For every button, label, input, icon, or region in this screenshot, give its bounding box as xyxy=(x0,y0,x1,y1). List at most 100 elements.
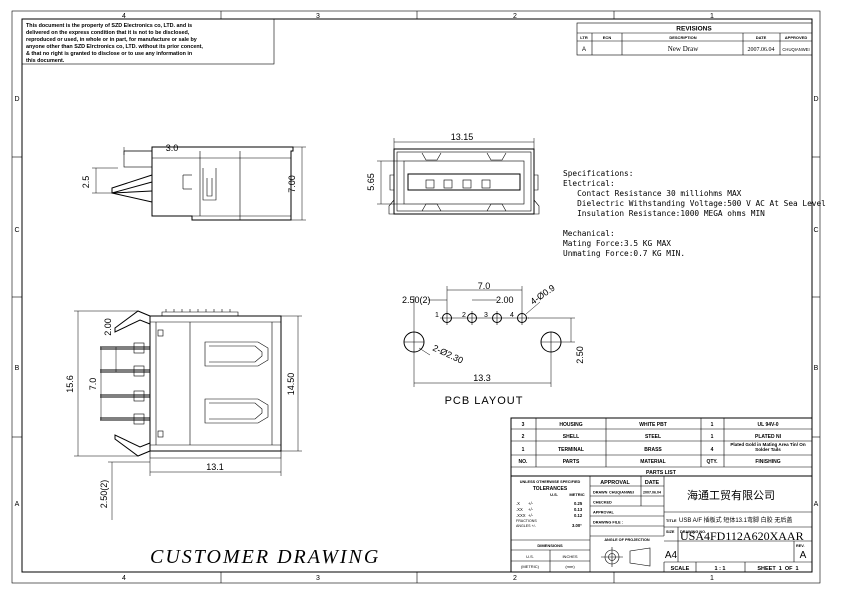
plan-dim-depth: 14.50 xyxy=(286,373,296,396)
pcb-dim-width: 13.3 xyxy=(473,373,491,383)
spec-line-4: Dielectric Withstanding Voltage:500 V AC… xyxy=(563,199,826,208)
projection-label: ANGLE OF PROJECTION xyxy=(604,538,650,542)
parts-name: HOUSING xyxy=(559,422,582,428)
front-dim-height: 5.65 xyxy=(366,173,376,191)
notice-line-2: delivered on the express condition that … xyxy=(26,30,190,36)
rev-header-description: DESCRIPTION xyxy=(669,35,696,40)
parts-header: NO. PARTS MATERIAL QTY. FINISHING xyxy=(519,459,781,465)
parts-no: 1 xyxy=(522,447,525,453)
size-value: A4 xyxy=(665,550,678,561)
parts-finishing: UL 94V-0 xyxy=(757,422,778,428)
parts-list-title: PARTS LIST xyxy=(646,470,677,476)
parts-finishing-cell: Plated Gold in Mating Area Tin/ On Solde… xyxy=(730,442,805,452)
parts-no: 2 xyxy=(522,434,525,440)
proprietary-notice: This document is the property of SZD Ele… xyxy=(21,18,275,65)
zone-col-1-top: 1 xyxy=(710,13,714,20)
drawing-frame xyxy=(11,10,821,584)
pcb-dim-depth: 2.50 xyxy=(575,346,585,364)
tolerance-fractions-label: FRACTIONS xyxy=(516,519,537,523)
plan-view-dimensions: 15.6 2.00 7.0 14.50 13.1 2.50(2) xyxy=(65,310,302,520)
zone-row-a-left: A xyxy=(15,501,20,508)
spec-line-7: Mechanical: xyxy=(563,229,615,238)
title-label: TITLE xyxy=(666,519,677,523)
plan-dim-height: 15.6 xyxy=(65,375,75,393)
zone-row-c-left: C xyxy=(14,227,19,234)
rev-approved: CHUQIANWEI xyxy=(782,47,809,52)
parts-row-housing: 3 HOUSING WHITE PBT 1 UL 94V-0 xyxy=(522,422,779,428)
rev-header-approved: APPROVED xyxy=(785,35,808,40)
spec-line-5: Insulation Resistance:1000 MEGA ohms MIN xyxy=(563,209,765,218)
zone-col-3-top: 3 xyxy=(316,13,320,20)
side-dim-right: 7.00 xyxy=(287,175,297,193)
parts-finishing: PLATED NI xyxy=(755,434,782,440)
pcb-pin-label-3: 3 xyxy=(484,312,488,319)
spec-line-1: Specifications: xyxy=(563,169,633,178)
sheet-count: SHEET 1 OF 1 xyxy=(757,566,798,572)
rev-header-ecn: ECN xyxy=(603,35,612,40)
zone-row-c-right: C xyxy=(813,227,818,234)
parts-no: 3 xyxy=(522,422,525,428)
notice-line-4: anyone other than SZD Elrctronics co, LT… xyxy=(26,44,203,50)
pcb-pin-label-4: 4 xyxy=(510,312,514,319)
notice-line-1: This document is the property of SZD Ele… xyxy=(26,23,192,29)
front-view-dimensions: 13.15 5.65 xyxy=(366,132,535,205)
title-info: 海通工贸有限公司 TITLE USB A/F 插板式 短体13.1弯脚 白胶 无… xyxy=(665,488,807,572)
tolerance-xx-value: 0.13 xyxy=(574,507,583,512)
parts-material: BRASS xyxy=(644,447,662,453)
front-view xyxy=(388,148,540,215)
notice-line-5: & that no right is granted to disclose o… xyxy=(26,51,192,57)
drawing-file-label: DRAWING FILE : xyxy=(593,521,623,525)
parts-qty: 1 xyxy=(711,434,714,440)
parts-qty: 1 xyxy=(711,422,714,428)
parts-material: STEEL xyxy=(645,434,661,440)
pcb-pin-label-1: 1 xyxy=(435,312,439,319)
revisions-table: REVISIONS LTR ECN DESCRIPTION DATE APPRO… xyxy=(576,22,813,56)
scale-value: 1 : 1 xyxy=(714,566,725,572)
drawn-label: DRAWN xyxy=(593,491,608,495)
parts-header-no: NO. xyxy=(519,459,529,465)
front-dim-width: 13.15 xyxy=(451,132,474,142)
zone-col-3-bottom: 3 xyxy=(316,575,320,582)
plan-dim-pitch: 2.00 xyxy=(103,318,113,336)
zone-row-d-left: D xyxy=(14,96,19,103)
zone-row-b-left: B xyxy=(15,365,20,372)
spec-line-9: Unmating Force:0.7 KG MIN. xyxy=(563,249,685,258)
tolerance-xx-label: .XX xyxy=(516,507,523,512)
drawing-title: USB A/F 插板式 短体13.1弯脚 白胶 无后盖 xyxy=(679,516,792,524)
parts-header-parts: PARTS xyxy=(563,459,580,465)
plan-dim-width: 13.1 xyxy=(206,462,224,472)
pcb-dim-span: 7.0 xyxy=(478,281,491,291)
projection-symbol-icon xyxy=(601,547,651,567)
zone-row-b-right: B xyxy=(814,365,819,372)
spec-line-8: Mating Force:3.5 KG MAX xyxy=(563,239,671,248)
plan-view xyxy=(100,309,282,459)
tolerance-xxx-label: .XXX xyxy=(516,513,526,518)
rev-value: A xyxy=(800,550,807,561)
parts-header-material: MATERIAL xyxy=(640,459,665,465)
tolerance-angles-label: ANGLES +/- xyxy=(516,524,537,528)
tolerance-xxx-sign: +/- xyxy=(528,513,534,518)
tolerance-us-header: U.S. xyxy=(550,492,558,497)
notice-line-3: reproduced or used, in whole or in part,… xyxy=(26,37,197,43)
size-label: SIZE xyxy=(666,530,675,534)
side-view-dimensions: 3.0 2.5 7.00 xyxy=(81,143,306,221)
side-dim-top: 3.0 xyxy=(166,143,179,153)
pcb-dim-hole: 4-Ø0.9 xyxy=(528,283,556,307)
zone-col-2-top: 2 xyxy=(513,13,517,20)
tolerance-angles-value: 3.00° xyxy=(572,523,582,528)
side-view xyxy=(111,146,294,221)
pcb-dim-mount: 2-Ø2.30 xyxy=(431,343,465,366)
parts-row-terminal: 1 TERMINAL BRASS 4 Plated Gold in Mating… xyxy=(522,442,806,453)
zone-labels: 4 3 2 1 4 3 2 1 D C B A D C B A xyxy=(14,13,818,582)
specifications: Specifications: Electrical: Contact Resi… xyxy=(563,169,826,258)
rev-ltr: A xyxy=(582,47,586,53)
pcb-dim-pitch: 2.00 xyxy=(496,295,514,305)
drawing-no-label: DRAWING NO. xyxy=(680,530,706,534)
zone-col-2-bottom: 2 xyxy=(513,575,517,582)
parts-material: WHITE PBT xyxy=(639,422,667,428)
drawing-number: USA4FD112A620XAAR xyxy=(680,529,804,543)
parts-header-finishing: FINISHING xyxy=(755,459,780,465)
pcb-layout-title: PCB LAYOUT xyxy=(445,395,524,407)
drawn-date: 2007.06.04 xyxy=(643,491,661,495)
scale-label: SCALE xyxy=(671,566,690,572)
